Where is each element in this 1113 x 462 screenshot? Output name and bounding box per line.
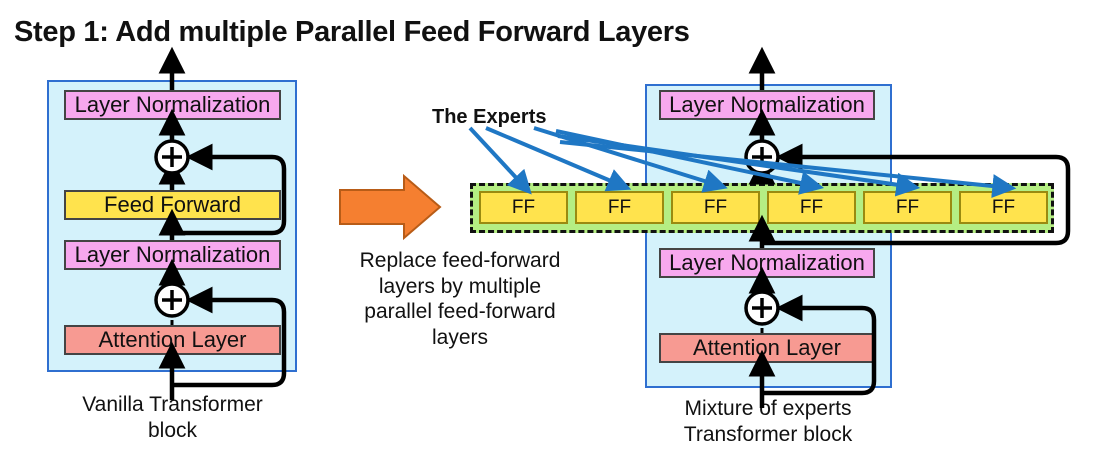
right-layer-norm-bottom[interactable]: Layer Normalization <box>659 248 875 278</box>
left-caption-line-1: Vanilla Transformer <box>82 393 263 416</box>
left-attention-layer[interactable]: Attention Layer <box>64 325 281 355</box>
expert-ff-5[interactable]: FF <box>959 191 1048 224</box>
page-title: Step 1: Add multiple Parallel Feed Forwa… <box>14 16 690 48</box>
expert-ff-2[interactable]: FF <box>671 191 760 224</box>
right-layer-norm-top[interactable]: Layer Normalization <box>659 90 875 120</box>
expert-ff-3[interactable]: FF <box>767 191 856 224</box>
right-attention-layer[interactable]: Attention Layer <box>659 333 875 363</box>
left-block-caption: Vanilla Transformer block <box>30 392 315 443</box>
right-block-caption: Mixture of experts Transformer block <box>628 396 908 447</box>
transition-line-2: layers by multiple <box>378 274 542 298</box>
right-caption-line-2: Transformer block <box>683 422 853 446</box>
right-arrow-icon <box>339 173 442 241</box>
expert-ff-1[interactable]: FF <box>575 191 664 224</box>
left-feed-forward[interactable]: Feed Forward <box>64 190 281 220</box>
left-layer-norm-bottom[interactable]: Layer Normalization <box>64 240 281 270</box>
transition-line-4: layers <box>431 325 489 349</box>
expert-ff-0[interactable]: FF <box>479 191 568 224</box>
left-caption-line-2: block <box>147 418 198 442</box>
experts-label: The Experts <box>432 106 547 128</box>
right-caption-line-1: Mixture of experts <box>684 397 852 420</box>
expert-ff-4[interactable]: FF <box>863 191 952 224</box>
transition-line-3: parallel feed-forward <box>364 300 556 324</box>
transition-line-1: Replace feed-forward <box>359 249 561 272</box>
left-layer-norm-top[interactable]: Layer Normalization <box>64 90 281 120</box>
transition-text: Replace feed-forward layers by multiple … <box>330 248 590 350</box>
